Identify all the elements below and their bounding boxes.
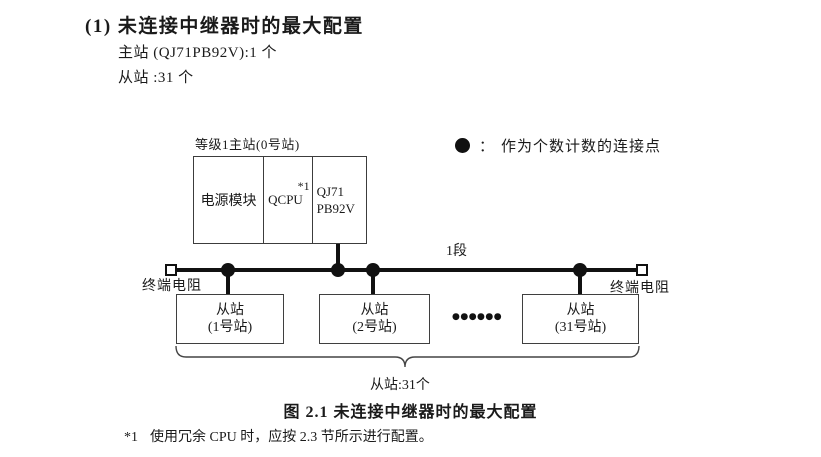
power-module-cell: 电源模块	[194, 157, 265, 243]
connection-point-dot-icon	[455, 138, 470, 153]
slave1-label-line2: (1号站)	[207, 320, 253, 335]
slave-station-1-box: 从站 (1号站)	[176, 294, 284, 344]
footnote-marker: *1	[124, 430, 138, 445]
slave2-label-line1: 从站	[360, 303, 389, 318]
legend-text: 作为个数计数的连接点	[501, 139, 662, 155]
slave-station-2-box: 从站 (2号站)	[319, 294, 430, 344]
slave31-label-line2: (31号站)	[554, 320, 607, 335]
qj71pb92v-cell: QJ71 PB92V	[313, 157, 366, 243]
section-heading: (1) 未连接中继器时的最大配置	[85, 16, 364, 37]
master-config-line: 主站 (QJ71PB92V):1 个	[118, 45, 278, 61]
footnote-ref-superscript: *1	[297, 179, 310, 193]
slave1-drop-line	[226, 270, 230, 294]
terminating-resistor-right-icon	[636, 264, 648, 276]
slave-count-label: 从站:31个	[370, 378, 430, 393]
figure-caption: 图 2.1 未连接中继器时的最大配置	[283, 404, 538, 421]
terminating-resistor-left-label: 终端电阻	[142, 279, 202, 294]
segment-label: 1段	[446, 244, 467, 259]
connection-dot-master	[331, 263, 345, 277]
master-drop-line	[336, 244, 340, 270]
slave-config-line: 从站 :31 个	[118, 70, 194, 86]
slave31-drop-line	[578, 270, 582, 294]
legend: ： 作为个数计数的连接点	[455, 135, 661, 156]
bus-line	[177, 268, 637, 272]
qcpu-label: QCPU	[268, 192, 303, 207]
qcpu-cell: *1 QCPU	[264, 157, 313, 243]
legend-colon: ：	[479, 139, 495, 155]
slave2-drop-line	[371, 270, 375, 294]
footnote: *1 使用冗余 CPU 时，应按 2.3 节所示进行配置。	[124, 426, 433, 446]
slave2-label-line2: (2号站)	[352, 320, 397, 335]
module-name-line2: PB92V	[316, 201, 355, 216]
footnote-text: 使用冗余 CPU 时，应按 2.3 节所示进行配置。	[150, 430, 433, 445]
master-station-box: 电源模块 *1 QCPU QJ71 PB92V	[193, 156, 367, 244]
brace-icon	[175, 345, 640, 368]
slave1-label-line1: 从站	[215, 303, 244, 318]
module-name-line1: QJ71	[316, 184, 345, 199]
terminating-resistor-right-label: 终端电阻	[610, 281, 670, 296]
slave-station-31-box: 从站 (31号站)	[522, 294, 639, 344]
ellipsis-dots: ●●●●●●	[452, 312, 503, 322]
terminating-resistor-left-icon	[165, 264, 177, 276]
slave31-label-line1: 从站	[566, 303, 595, 318]
master-station-label: 等级1主站(0号站)	[195, 137, 300, 152]
